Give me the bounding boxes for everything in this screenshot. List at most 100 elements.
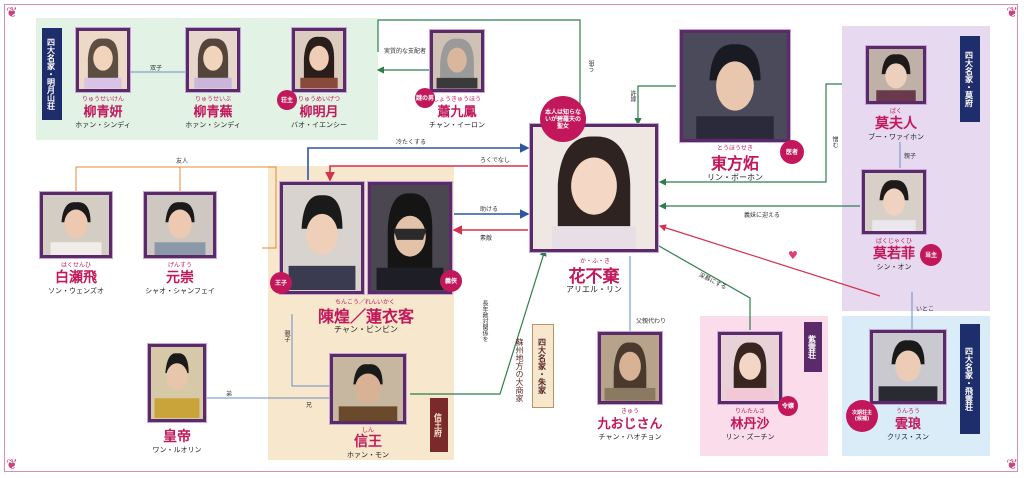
portrait-liu-qingwu xyxy=(186,28,240,92)
relation-xin-parent: 親子 xyxy=(283,330,290,342)
relation-watches: 狙う xyxy=(587,60,594,72)
name-emperor: 皇帝 xyxy=(163,429,191,445)
relation-cold: 冷たくする xyxy=(396,139,427,146)
corner-ornament-icon: ❦ xyxy=(6,457,18,473)
badge-doctor: 医者 xyxy=(780,140,804,164)
portrait-mo-furen xyxy=(866,46,926,104)
ruby-liu-qingwu: りゅうせいぶ xyxy=(194,96,231,103)
actor-mo-ruofei: シン・オン xyxy=(876,263,912,271)
actor-liu-mingyue: バオ・イエンシー xyxy=(291,121,347,129)
relation-younger: 兄 xyxy=(306,402,313,409)
liu-group-title: 四大名家・明月山荘 xyxy=(42,28,62,120)
portrait-chen-huang xyxy=(280,182,364,294)
grudge-arrow xyxy=(650,241,751,330)
relation-cousins: いとこ xyxy=(916,306,935,313)
rival-arrow xyxy=(410,248,547,395)
actor-chen-huang: チャン・ビンビン xyxy=(334,325,398,334)
name-chen-huang: 陳煌／蓮衣客 xyxy=(317,307,414,326)
ruby-bai-shefei: はくせんひ xyxy=(60,262,91,269)
betrothed-arrow xyxy=(634,85,676,126)
ruby-xin-wang: しん xyxy=(361,427,374,434)
actor-xiao-jiufeng: チャン・イーロン xyxy=(429,121,485,129)
badge-mystery: 謎の男 xyxy=(415,88,435,108)
badge-prince: 王子 xyxy=(270,272,292,294)
corner-ornament-icon: ❦ xyxy=(6,5,18,21)
actor-emperor: ワン・ルオリン xyxy=(152,446,202,454)
name-xiao-jiufeng: 蕭九鳳 xyxy=(437,105,477,120)
ruby-chen-huang: ちんこう／れんいかく xyxy=(334,299,395,306)
badge-daughter: 令嬢 xyxy=(778,396,798,416)
ruby-mo-furen: ばく xyxy=(889,108,902,115)
relation-sworn-in: 義妹に迎える xyxy=(744,212,780,219)
badge-heir: 当主 xyxy=(920,244,942,266)
heart-icon: ♥ xyxy=(788,249,798,262)
relation-friends: 友人 xyxy=(176,158,189,165)
portrait-hua-buqi xyxy=(530,124,658,252)
name-yun-lang: 雲琅 xyxy=(894,417,921,432)
ruby-lin-dansha: りんたんさ xyxy=(734,408,765,415)
ruby-jiu-uncle: きゅう xyxy=(620,408,639,415)
relation-mo-parent: 親子 xyxy=(904,153,917,160)
corner-ornament-icon: ❦ xyxy=(1006,457,1018,473)
relation-elder: 弟 xyxy=(226,391,233,398)
portrait-jiu-uncle xyxy=(598,332,662,404)
relation-rival: 長年敵対関係を xyxy=(481,300,488,342)
relation-suave: 素敵 xyxy=(480,235,493,242)
cold-arrow xyxy=(307,143,530,180)
portrait-liu-qingyan xyxy=(76,28,130,92)
portrait-lian-yike xyxy=(368,182,452,294)
hates-arrow xyxy=(658,83,842,186)
ruby-liu-mingyue: りゅうめいげつ xyxy=(297,96,340,103)
relation-twins: 双子 xyxy=(150,65,163,72)
name-mo-ruofei: 莫若菲 xyxy=(873,246,915,262)
xinwangfu-group-title: 信王府 xyxy=(430,398,448,452)
love-heart-icon: 恋心 xyxy=(626,50,648,70)
ruby-yuan-chong: げんすう xyxy=(168,262,192,269)
ruby-dongfang-lang: とうほうせき xyxy=(716,145,753,152)
ruby-yun-lang: うんろう xyxy=(895,408,920,415)
relation-foster: 父親代わり xyxy=(636,318,667,325)
actor-bai-shefei: ソン・ウェンズオ xyxy=(48,287,104,295)
relation-betrothed: 許嫁 xyxy=(629,90,636,102)
actor-hua-buqi: アリエル・リン xyxy=(566,285,622,294)
actor-liu-qingwu: ホァン・シンディ xyxy=(185,121,241,129)
name-xin-wang: 信王 xyxy=(354,434,382,450)
actor-lin-dansha: リン・ズーチン xyxy=(725,433,775,441)
feiyun-group-title: 四大名家・飛雲荘 xyxy=(960,324,980,434)
ruby-xiao-jiufeng: しょうきゅうほう xyxy=(432,96,481,103)
name-bai-shefei: 白瀬飛 xyxy=(55,270,97,286)
actor-liu-qingyan: ホァン・シンディ xyxy=(75,121,131,129)
actor-jiu-uncle: チャン・ハオチョン xyxy=(598,433,662,441)
love-arrow xyxy=(658,224,881,297)
love-heart-icon: 恋心 xyxy=(476,186,498,206)
name-jiu-uncle: 九おじさん xyxy=(597,417,663,432)
relation-patron: 実質的な支配者 xyxy=(384,48,427,55)
ruby-liu-qingyan: りゅうせいけん xyxy=(81,96,124,103)
portrait-xiao-jiufeng xyxy=(430,30,484,92)
rogue-arrow xyxy=(325,165,528,182)
relation-rogue: ろくでなし xyxy=(480,157,510,164)
name-liu-mingyue: 柳明月 xyxy=(299,105,339,120)
actor-dongfang-lang: リン・ボーホン xyxy=(707,173,763,182)
portrait-bai-shefei xyxy=(40,192,112,258)
decorative-frame xyxy=(4,4,1018,472)
actor-yun-lang: クリス・スン xyxy=(887,433,929,441)
name-lin-dansha: 林丹沙 xyxy=(730,417,770,432)
relation-helps: 助ける xyxy=(480,206,499,213)
suzhou-caption: 蘇州地方の大商家 xyxy=(515,338,524,402)
portrait-yuan-chong xyxy=(144,192,216,258)
actor-yuan-chong: シャオ・シャンフェイ xyxy=(145,287,215,295)
ziyun-group-title: 紫雲荘 xyxy=(804,322,822,372)
portrait-liu-mingyue xyxy=(292,28,346,92)
xin-parent-line xyxy=(291,314,330,387)
portrait-dongfang-lang xyxy=(680,30,790,142)
watches-arrow xyxy=(377,19,584,124)
ruby-mo-ruofei: ばくじゃくひ xyxy=(875,238,912,245)
actor-mo-furen: ブー・ワァイホン xyxy=(868,133,924,141)
actor-xin-wang: ホァン・モン xyxy=(347,451,389,459)
name-liu-qingwu: 柳青蕪 xyxy=(193,105,233,120)
mo-group-title: 四大名家・莫府 xyxy=(960,36,980,122)
name-dongfang-lang: 東方炻 xyxy=(710,154,759,173)
